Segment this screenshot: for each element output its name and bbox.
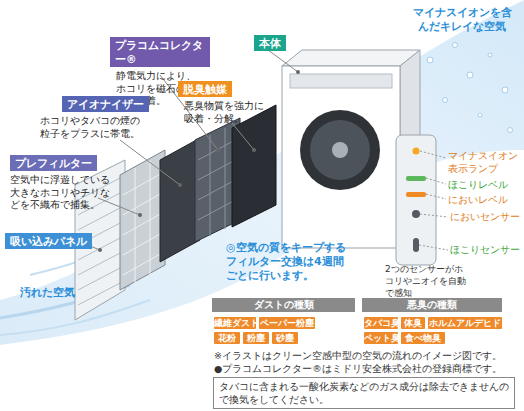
- panel-leader-lines: [419, 151, 448, 250]
- part-callout: 脱臭触媒悪臭物質を強力に吸着・分解。: [178, 81, 278, 125]
- table-header-text: ダストの種類: [212, 298, 355, 312]
- leader-line: [420, 214, 448, 217]
- airflow-band: [0, 0, 524, 345]
- collector-grid: [198, 128, 237, 236]
- prefilter-grid: [123, 160, 162, 283]
- leader-dot: [252, 148, 256, 152]
- footnote: ●プラコムコレクター®はミドリ安全株式会社の登録商標です。: [214, 363, 524, 376]
- callout-heading: プレフィルター: [10, 155, 97, 171]
- panel-label: マイナスイオン表示ランプ: [448, 149, 524, 175]
- leader-line: [426, 178, 446, 184]
- leader-line: [426, 194, 446, 199]
- ion-dot: [427, 57, 433, 63]
- part-tag: 本体: [254, 35, 294, 51]
- table-cell: 砂塵: [272, 332, 298, 344]
- table-cell: 粉塵: [243, 332, 269, 344]
- ion-dot: [453, 43, 458, 48]
- leader-dot: [296, 70, 300, 74]
- part-tag: 吸い込みパネル: [5, 233, 95, 249]
- leader-line: [120, 140, 180, 185]
- panel-label: においレベル: [448, 193, 524, 206]
- callout-heading: 本体: [254, 35, 286, 51]
- ion-dot: [443, 98, 448, 103]
- ion-dot: [467, 72, 473, 78]
- panel-label: ほこりレベル: [448, 178, 524, 191]
- ion-lamp: [413, 148, 420, 155]
- panel-label: ほこりセンサー: [450, 243, 524, 256]
- fan-housing: [300, 110, 380, 190]
- table-cell: 体臭: [401, 317, 425, 329]
- prefilter-shape: [120, 150, 165, 290]
- dust-level-lamps: [406, 176, 426, 181]
- body-top: [282, 50, 420, 66]
- leader-line: [232, 123, 254, 150]
- fan-hub: [332, 142, 348, 158]
- table-header-text: 悪臭の種類: [362, 298, 502, 312]
- leader-line: [420, 151, 446, 158]
- filter-note: ◎空気の質をキープするフィルター交換は4週間ごとに行います。: [226, 241, 354, 283]
- table-cell-text: 体臭: [401, 317, 425, 329]
- part-callout: アイオナイザーホコリやタバコの煙の粒子をプラスに帯電。: [62, 96, 166, 140]
- leader-dot: [178, 183, 182, 187]
- table-cell-text: タバコ臭: [364, 317, 398, 329]
- note-box: タバコに含まれる一酸化炭素などのガス成分は除去できませんので換気をしてください。: [213, 377, 515, 409]
- callout-heading: アイオナイザー: [62, 96, 149, 112]
- panel-label: においセンサー: [450, 210, 524, 223]
- leader-line: [268, 50, 298, 72]
- table-cell: 繊維ダスト: [214, 317, 256, 329]
- callout-heading: 吸い込みパネル: [5, 233, 92, 249]
- table-cell-text: 繊維ダスト: [214, 317, 256, 329]
- dust-sensor-slot: [413, 238, 419, 252]
- fan-blades: [310, 120, 370, 180]
- table-cell-text: ホルムアルデヒド: [428, 317, 502, 329]
- table-cell-text: 食べ物臭: [401, 332, 445, 344]
- callout-leader-lines: [80, 50, 298, 250]
- odor-sensor-hole: [412, 210, 420, 218]
- prefilter-part: [120, 150, 165, 290]
- table-cell-text: ペット臭: [364, 332, 398, 344]
- air-note: マイナスイオンを含んだキレイな空気: [410, 6, 514, 33]
- ion-dot: [502, 87, 508, 93]
- leader-line: [98, 198, 140, 215]
- note-text: タバコに含まれる一酸化炭素などのガス成分は除去できませんので換気をしてください。: [219, 380, 509, 406]
- table-cell-text: ペーパー粉塵: [259, 317, 315, 329]
- ion-dot: [478, 113, 482, 117]
- table-cell-text: 砂塵: [272, 332, 298, 344]
- table-header: 悪臭の種類: [362, 298, 502, 312]
- table-cell: タバコ臭: [364, 317, 398, 329]
- callout-text: 悪臭物質を強力に吸着・分解。: [184, 100, 268, 125]
- table-cell: 食べ物臭: [401, 332, 445, 344]
- sensor-note: 2つのセンサーがホコリやニオイを自動で感知: [385, 263, 467, 299]
- table-cell: ホルムアルデヒド: [428, 317, 502, 329]
- table-cell-text: 粉塵: [243, 332, 269, 344]
- body-vent: [290, 74, 392, 88]
- ion-dots: [427, 43, 513, 133]
- ion-dot: [488, 53, 492, 57]
- footnote: ※イラストはクリーン空感中型の空気の流れのイメージ図です。: [214, 350, 524, 363]
- odor-level-lamps: [406, 192, 426, 197]
- body-front: [282, 66, 400, 248]
- table-cell: ペット臭: [364, 332, 398, 344]
- leader-dot: [98, 248, 102, 252]
- leader-dot: [138, 213, 142, 217]
- control-panel: [396, 135, 436, 265]
- leader-line: [419, 245, 448, 250]
- ionizer-part: [160, 138, 200, 262]
- leader-dot: [216, 148, 220, 152]
- callout-text: ホコリやタバコの煙の粒子をプラスに帯電。: [40, 115, 144, 140]
- callout-text: 空気中に浮遊している大きなホコリやチリなどを不織布で捕集。: [10, 174, 114, 212]
- part-callout: プレフィルター空気中に浮遊している大きなホコリやチリなどを不織布で捕集。: [10, 155, 120, 212]
- table-header: ダストの種類: [212, 298, 355, 312]
- control-panel-plate: [396, 135, 436, 265]
- air-note: 汚れた空気: [20, 286, 100, 300]
- ion-dot: [508, 128, 513, 133]
- table-cell: ペーパー粉塵: [259, 317, 315, 329]
- callout-heading: 脱臭触媒: [178, 81, 232, 97]
- table-cell: 花粉: [214, 332, 240, 344]
- table-cell-text: 花粉: [214, 332, 240, 344]
- callout-heading: プラコムコレクター®: [110, 37, 210, 67]
